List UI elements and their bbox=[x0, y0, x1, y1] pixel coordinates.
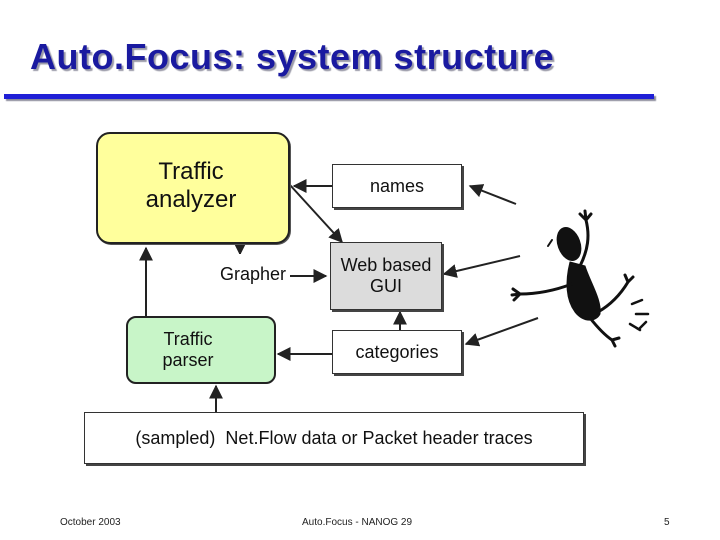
title-underline bbox=[4, 94, 654, 99]
names-label: names bbox=[369, 175, 425, 196]
arrow-user-to-names bbox=[468, 184, 517, 205]
traffic-analyzer-box: Traffic analyzer bbox=[96, 132, 290, 244]
footer-date: October 2003 bbox=[60, 517, 121, 528]
footer-page-number: 5 bbox=[664, 517, 670, 528]
data-source-box: (sampled) Net.Flow data or Packet header… bbox=[84, 412, 584, 464]
traffic-analyzer-label: Traffic analyzer bbox=[145, 158, 237, 213]
arrow-user-to-categories bbox=[464, 317, 539, 347]
footer-center: Auto.Focus - NANOG 29 bbox=[302, 517, 413, 528]
grapher-label: Grapher bbox=[219, 264, 286, 284]
grapher-box: Grapher bbox=[190, 254, 290, 298]
stick-figure-user-icon bbox=[510, 209, 650, 348]
web-gui-box: Web based GUI bbox=[330, 242, 442, 310]
traffic-parser-label: Traffic parser bbox=[162, 329, 214, 370]
arrow-user-to-gui bbox=[442, 255, 521, 278]
data-source-label: (sampled) Net.Flow data or Packet header… bbox=[135, 427, 533, 448]
categories-label: categories bbox=[355, 341, 439, 362]
categories-box: categories bbox=[332, 330, 462, 374]
traffic-parser-box: Traffic parser bbox=[126, 316, 276, 384]
slide-title: Auto.Focus: system structure bbox=[30, 36, 555, 77]
web-gui-label: Web based GUI bbox=[340, 255, 432, 296]
arrow-analyzer-to-gui bbox=[289, 184, 343, 244]
names-box: names bbox=[332, 164, 462, 208]
